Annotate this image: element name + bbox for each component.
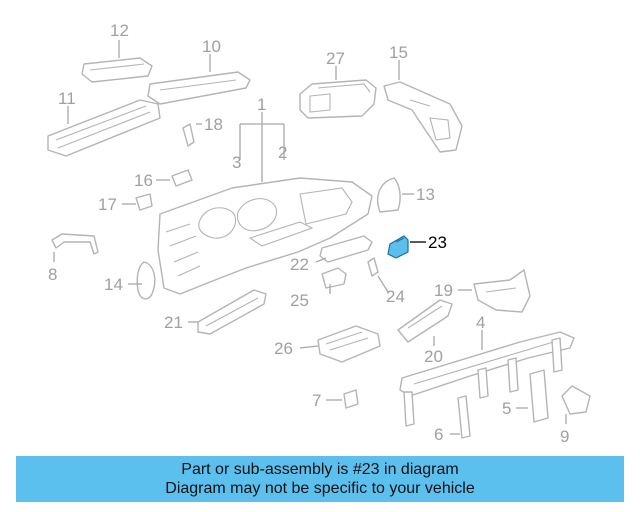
- callout-3: 3: [232, 153, 241, 172]
- callout-5: 5: [502, 399, 511, 418]
- callout-23: 23: [428, 233, 447, 252]
- callout-21: 21: [164, 313, 183, 332]
- part-23-highlighted: [387, 235, 409, 259]
- part-15-bracket: [383, 81, 463, 153]
- part-21-strip: [197, 289, 267, 335]
- callout-27: 27: [326, 49, 345, 68]
- callout-17: 17: [98, 195, 117, 214]
- callout-16: 16: [134, 171, 153, 190]
- callout-18: 18: [204, 115, 223, 134]
- callout-19: 19: [434, 281, 453, 300]
- callout-11: 11: [58, 89, 76, 108]
- callout-4: 4: [476, 313, 485, 332]
- callout-10: 10: [202, 37, 221, 56]
- callout-20: 20: [424, 347, 443, 366]
- callout-15: 15: [389, 43, 408, 62]
- part-11-panel: [47, 99, 161, 157]
- part-19-bracket: [473, 269, 531, 313]
- part-27-bin: [299, 79, 377, 119]
- parts-diagram: 12 10 27 15 11 1 18 3 2 16 13 17 23 8 22…: [47, 21, 591, 446]
- part-25-fastener: [321, 267, 347, 289]
- banner-line-part-number: Part or sub-assembly is #23 in diagram: [181, 461, 459, 478]
- info-banner: Part or sub-assembly is #23 in diagram D…: [16, 456, 624, 502]
- part-14-side-cover: [136, 261, 156, 300]
- part-26-plate: [317, 325, 381, 363]
- part-4-beam: [399, 331, 575, 427]
- part-7-clip: [343, 389, 359, 409]
- part-22-trim: [319, 235, 373, 263]
- callout-14: 14: [104, 275, 123, 294]
- callout-2: 2: [278, 143, 287, 162]
- callout-9: 9: [560, 427, 569, 446]
- callout-1: 1: [257, 95, 266, 114]
- part-10-top-cover: [147, 71, 251, 105]
- part-5-upright: [529, 369, 549, 423]
- part-13-vent: [376, 177, 401, 213]
- part-24-tab: [367, 257, 379, 277]
- part-17-clip: [135, 193, 153, 211]
- banner-line-disclaimer: Diagram may not be specific to your vehi…: [165, 480, 475, 497]
- callout-8: 8: [48, 265, 57, 284]
- part-8-bracket: [51, 233, 99, 255]
- part-18-clip: [182, 123, 195, 147]
- callout-24: 24: [386, 287, 405, 306]
- part-6-upright: [457, 395, 471, 439]
- part-9-bracket: [561, 385, 591, 415]
- callout-7: 7: [312, 391, 321, 410]
- part-16-block: [171, 169, 193, 187]
- part-20-plate: [397, 299, 453, 343]
- callout-13: 13: [416, 185, 435, 204]
- part-12-lid: [81, 57, 153, 83]
- callout-22: 22: [290, 255, 309, 274]
- callout-26: 26: [274, 339, 293, 358]
- callout-25: 25: [290, 291, 309, 310]
- callout-12: 12: [110, 21, 129, 40]
- part-1-dashboard: [157, 177, 373, 295]
- callout-6: 6: [434, 425, 443, 444]
- leader-lines: [53, 40, 567, 435]
